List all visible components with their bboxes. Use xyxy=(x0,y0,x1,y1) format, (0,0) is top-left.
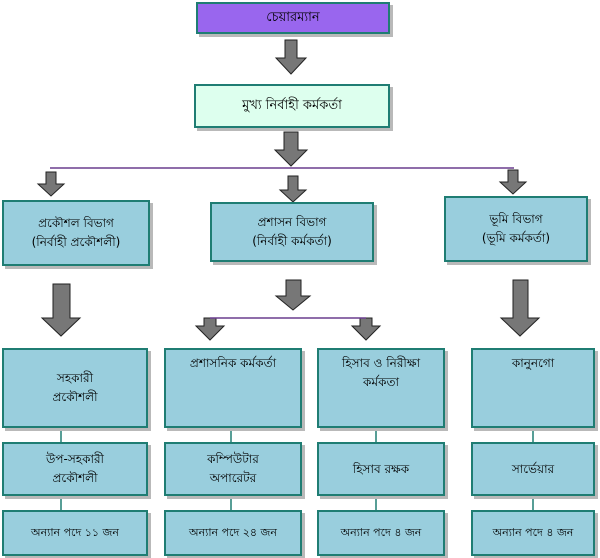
other-posts-box: অন্যান পদে ৪ জন xyxy=(317,510,445,556)
count-label: অন্যান পদে ২৪ জন xyxy=(189,526,277,540)
assistant-engineer-box: সহকারী প্রকৌশলী xyxy=(2,348,148,428)
sub-role-label: উপ-সহকারী প্রকৌশলী xyxy=(46,452,104,485)
role-label: প্রশাসনিক কর্মকর্তা xyxy=(189,356,277,370)
down-arrow xyxy=(278,175,308,203)
division-head: (নির্বাহী কর্মকর্তা) xyxy=(252,234,332,248)
sub-role-label: সার্ভেয়ার xyxy=(511,461,555,476)
division-head: (ভূমি কর্মকর্তা) xyxy=(481,231,551,245)
down-arrow xyxy=(273,131,309,167)
down-arrow xyxy=(40,283,82,337)
role-label: হিসাব ও নিরীক্ষা কর্মকতা xyxy=(341,356,421,389)
ceo-box: মুখ্য নির্বাহী কর্মকর্তা xyxy=(194,84,390,128)
down-arrow xyxy=(499,279,541,337)
down-arrow xyxy=(194,317,226,341)
kanungo-box: কানুনগো xyxy=(471,348,595,428)
administrative-officer-box: প্রশাসনিক কর্মকর্তা xyxy=(164,348,302,428)
division-name: প্রকৌশল বিভাগ xyxy=(38,216,114,231)
chairman-box: চেয়ারম্যান xyxy=(196,2,390,34)
sub-role-label: কম্পিউটার অপারেটর xyxy=(207,452,259,485)
down-arrow xyxy=(274,279,312,311)
down-arrow xyxy=(498,169,528,195)
count-label: অন্যান পদে ১১ জন xyxy=(31,526,119,540)
land-division-box: ভূমি বিভাগ (ভূমি কর্মকর্তা) xyxy=(444,196,588,262)
chairman-label: চেয়ারম্যান xyxy=(266,9,320,25)
sub-role-label: হিসাব রক্ষক xyxy=(352,461,410,476)
division-name: প্রশাসন বিভাগ xyxy=(257,215,327,230)
accountant-box: হিসাব রক্ষক xyxy=(317,442,445,496)
division-name: ভূমি বিভাগ xyxy=(489,212,543,227)
sub-assistant-engineer-box: উপ-সহকারী প্রকৌশলী xyxy=(2,442,148,496)
ceo-label: মুখ্য নির্বাহী কর্মকর্তা xyxy=(242,97,342,113)
down-arrow xyxy=(350,317,382,341)
computer-operator-box: কম্পিউটার অপারেটর xyxy=(164,442,302,496)
down-arrow xyxy=(36,171,66,197)
other-posts-box: অন্যান পদে ৪ জন xyxy=(471,510,595,556)
engineering-division-box: প্রকৌশল বিভাগ (নির্বাহী প্রকৌশলী) xyxy=(2,200,150,266)
surveyor-box: সার্ভেয়ার xyxy=(471,442,595,496)
role-label: সহকারী প্রকৌশলী xyxy=(52,371,98,404)
count-label: অন্যান পদে ৪ জন xyxy=(340,526,422,540)
other-posts-box: অন্যান পদে ১১ জন xyxy=(2,510,148,556)
other-posts-box: অন্যান পদে ২৪ জন xyxy=(164,510,302,556)
down-arrow xyxy=(274,39,308,75)
administration-division-box: প্রশাসন বিভাগ (নির্বাহী কর্মকর্তা) xyxy=(210,202,374,262)
count-label: অন্যান পদে ৪ জন xyxy=(492,526,574,540)
division-head: (নির্বাহী প্রকৌশলী) xyxy=(31,235,121,249)
accounts-audit-officer-box: হিসাব ও নিরীক্ষা কর্মকতা xyxy=(317,348,445,428)
role-label: কানুনগো xyxy=(511,356,555,370)
